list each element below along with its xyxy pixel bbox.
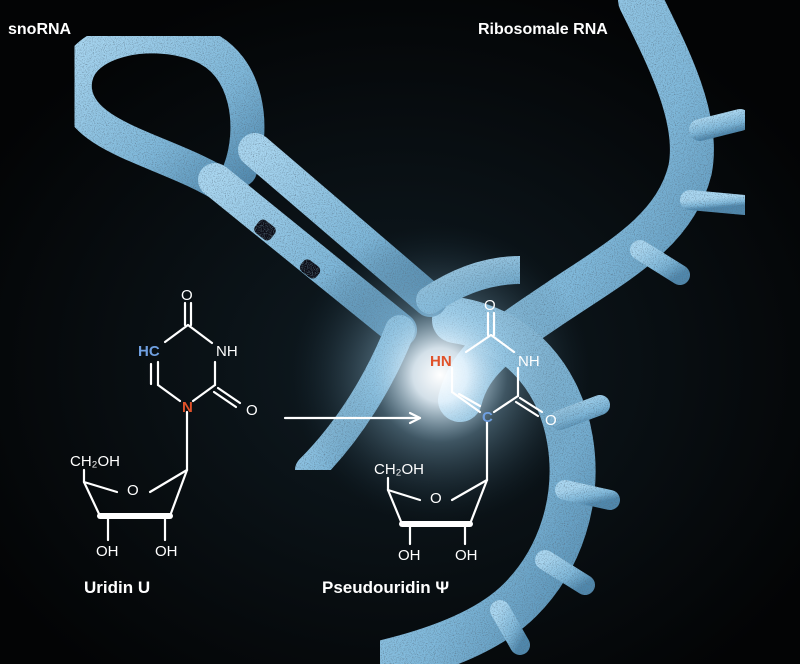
- pseudouridine-structure: O NH HN C O O CH₂OH OH OH: [374, 297, 557, 564]
- uridine-structure: O NH HC N O O CH₂OH OH OH: [70, 287, 258, 560]
- pseudouridine-c: C: [482, 409, 493, 426]
- ribosomal-rna-label: Ribosomale RNA: [478, 21, 608, 38]
- pseudouridine-caption: Pseudouridin Ψ: [322, 578, 449, 597]
- reaction-glow: [290, 225, 590, 525]
- uridine-o-top: O: [181, 287, 193, 304]
- uridine-nh: NH: [216, 343, 238, 360]
- uridine-n: N: [182, 399, 193, 416]
- uridine-oh-right: OH: [155, 543, 178, 560]
- uridine-ch2oh: CH₂OH: [70, 453, 120, 470]
- pseudouridine-nh-right: NH: [518, 353, 540, 370]
- uridine-hc: HC: [138, 343, 160, 360]
- snorna-label: snoRNA: [8, 21, 72, 38]
- pseudouridine-oh-left: OH: [398, 547, 421, 564]
- reaction-arrow: [283, 411, 422, 425]
- pseudouridine-o-top: O: [484, 297, 496, 314]
- pseudouridine-oh-right: OH: [455, 547, 478, 564]
- pseudouridine-ring-o: O: [430, 490, 442, 507]
- uridine-ring-o: O: [127, 482, 139, 499]
- pseudouridine-o-right: O: [545, 412, 557, 429]
- pseudouridine-hn: HN: [430, 353, 452, 370]
- uridine-caption: Uridin U: [84, 578, 150, 597]
- uridine-oh-left: OH: [96, 543, 119, 560]
- pseudouridine-ch2oh: CH₂OH: [374, 461, 424, 478]
- uridine-o-right: O: [246, 402, 258, 419]
